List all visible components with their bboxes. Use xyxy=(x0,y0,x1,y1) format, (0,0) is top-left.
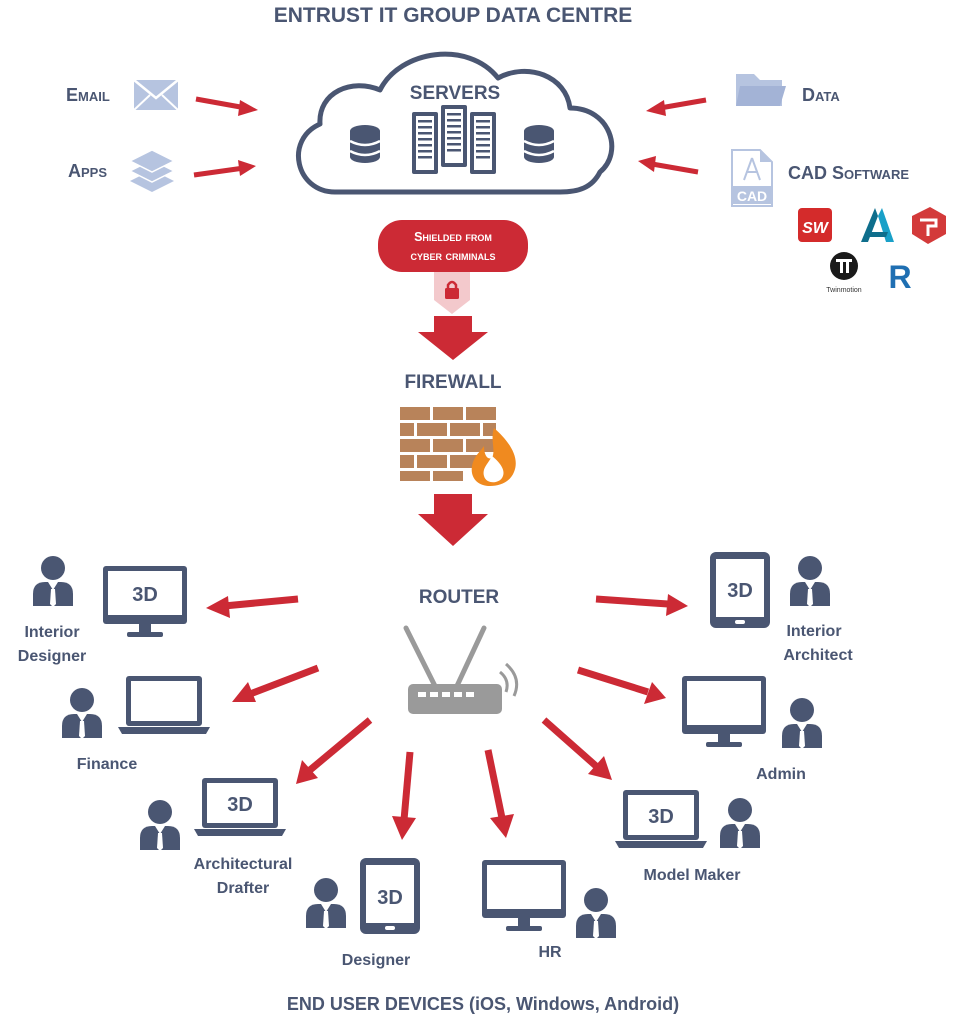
arrow-data-to-cloud xyxy=(659,97,707,111)
shield-line2: cyber criminals xyxy=(411,249,496,263)
user-interior-designer: 3D Interior Designer xyxy=(18,556,187,665)
revit-label: R xyxy=(888,259,911,295)
device-badge: 3D xyxy=(648,806,674,828)
user-finance: Finance xyxy=(62,676,210,773)
hr-label: HR xyxy=(538,944,562,961)
router-label: ROUTER xyxy=(419,587,500,608)
svg-text:SW: SW xyxy=(802,220,830,237)
user-icon xyxy=(782,698,822,749)
sketchup-logo xyxy=(912,207,946,244)
arrow-to-architectural-drafter xyxy=(307,717,373,773)
user-model-maker: 3D Model Maker xyxy=(615,790,760,884)
solidworks-logo: SW xyxy=(798,208,832,242)
email-label: Email xyxy=(66,85,110,105)
server-rack-icon xyxy=(412,112,438,174)
router-icon xyxy=(403,625,519,714)
user-icon xyxy=(576,888,616,939)
user-icon xyxy=(790,556,830,607)
arrowhead xyxy=(238,100,258,116)
folder-icon xyxy=(736,74,786,106)
arrow-to-finance xyxy=(248,664,320,698)
arrowhead xyxy=(238,160,256,176)
layers-icon xyxy=(128,149,176,192)
user-icon xyxy=(62,688,102,739)
interior-designer-label-2: Designer xyxy=(18,648,86,665)
arrow-firewall-to-router xyxy=(418,494,488,546)
footer-label: END USER DEVICES (iOS, Windows, Android) xyxy=(287,994,679,1014)
user-icon xyxy=(306,878,346,929)
cad-icon-text: CAD xyxy=(737,188,767,204)
admin-label: Admin xyxy=(756,766,806,783)
user-admin: Admin xyxy=(682,676,822,783)
twinmotion-label: Twinmotion xyxy=(826,287,862,294)
architectural-drafter-label-1: Architectural xyxy=(194,856,293,873)
laptop-icon xyxy=(118,676,210,734)
user-hr: HR xyxy=(482,860,616,961)
user-icon xyxy=(720,798,760,849)
model-maker-label: Model Maker xyxy=(644,867,741,884)
shield-line1: Shielded from xyxy=(414,230,492,244)
arrow-to-interior-architect xyxy=(595,595,669,608)
arrow-to-model-maker xyxy=(541,717,599,769)
arrow-apps-to-cloud xyxy=(193,165,245,178)
device-badge: 3D xyxy=(132,584,158,606)
device-badge: 3D xyxy=(377,887,403,909)
designer-label: Designer xyxy=(342,952,410,969)
arrow-shield-to-firewall xyxy=(418,316,488,360)
server-rack-icon xyxy=(441,105,467,167)
user-icon xyxy=(140,800,180,851)
shield-badge: Shielded from cyber criminals xyxy=(378,220,528,314)
database-icon xyxy=(522,123,556,165)
interior-designer-label-1: Interior xyxy=(24,624,79,641)
lock-icon xyxy=(445,280,459,299)
autodesk-logo xyxy=(861,208,894,242)
interior-architect-label-2: Architect xyxy=(783,647,853,664)
firewall-label: FIREWALL xyxy=(404,372,501,393)
twinmotion-logo: Twinmotion xyxy=(826,252,862,294)
arrow-to-admin xyxy=(576,666,650,696)
data-label: Data xyxy=(802,85,840,105)
cad-file-icon: CAD xyxy=(731,149,773,207)
servers-label: SERVERS xyxy=(410,83,500,104)
cloud-servers: SERVERS xyxy=(295,51,615,195)
arrow-to-hr xyxy=(484,749,506,819)
revit-logo: R xyxy=(888,259,911,295)
interior-architect-label-1: Interior xyxy=(786,623,841,640)
server-rack-icon xyxy=(470,112,496,174)
arrow-cad-to-cloud xyxy=(651,161,699,175)
monitor-icon xyxy=(482,860,566,931)
user-designer: 3D Designer xyxy=(306,858,420,969)
arrowhead xyxy=(646,100,666,116)
arrow-to-designer xyxy=(400,751,414,821)
device-badge: 3D xyxy=(727,580,753,602)
user-architectural-drafter: 3D Architectural Drafter xyxy=(140,778,292,897)
cad-software-label: CAD Software xyxy=(788,163,909,183)
database-icon xyxy=(348,123,382,165)
apps-label: Apps xyxy=(68,161,107,181)
arrowhead xyxy=(638,156,656,172)
arrow-email-to-cloud xyxy=(195,96,247,111)
distribution-arrows xyxy=(206,594,688,840)
monitor-icon xyxy=(682,676,766,747)
user-icon xyxy=(33,556,73,607)
arrow-to-interior-designer xyxy=(223,595,299,610)
firewall-icon xyxy=(398,405,496,481)
envelope-icon xyxy=(133,79,179,111)
architectural-drafter-label-2: Drafter xyxy=(217,880,269,897)
device-badge: 3D xyxy=(227,794,253,816)
flame-icon xyxy=(471,428,516,486)
finance-label: Finance xyxy=(77,756,138,773)
user-interior-architect: 3D Interior Architect xyxy=(710,552,853,664)
diagram-title: ENTRUST IT GROUP DATA CENTRE xyxy=(274,4,633,27)
